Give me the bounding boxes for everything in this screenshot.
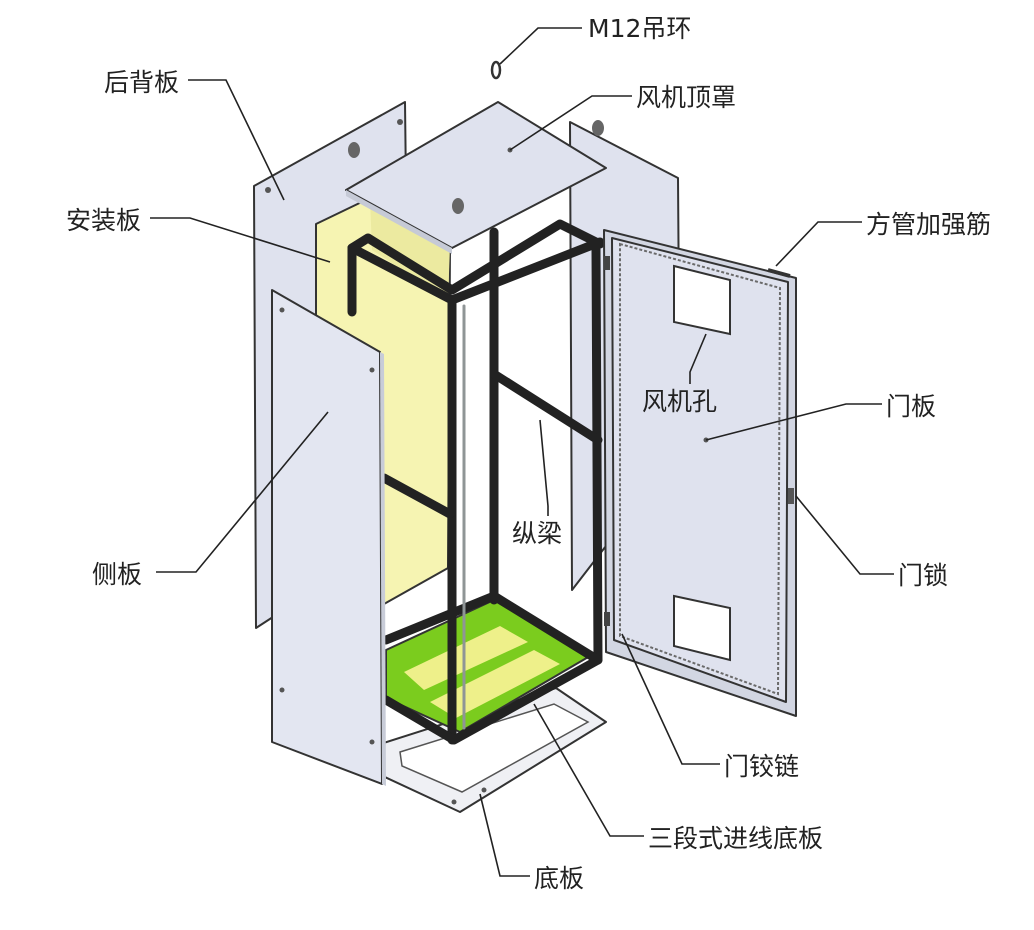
leader-door-hinge <box>621 633 720 765</box>
fan-hole-bottom <box>673 594 731 662</box>
leader-lines <box>150 27 894 877</box>
leader-bottom-plate <box>479 793 530 877</box>
label-door-hinge: 门铰链 <box>724 752 799 781</box>
leader-fan-top-cover <box>509 95 632 151</box>
leader-door-lock <box>795 495 894 575</box>
leader-longitudinal-beam <box>539 419 549 516</box>
leader-mounting-plate <box>150 217 331 263</box>
label-mounting-plate: 安装板 <box>66 206 141 235</box>
label-fan-hole: 风机孔 <box>642 387 717 416</box>
label-door-lock: 门锁 <box>898 561 948 590</box>
side-panel <box>271 289 386 786</box>
leader-square-tube-rib <box>775 221 862 267</box>
leader-door-panel <box>705 403 882 441</box>
label-side-panel: 侧板 <box>92 560 142 589</box>
label-square-tube-rib: 方管加强筋 <box>866 210 991 239</box>
door <box>603 229 797 717</box>
label-door-panel: 门板 <box>886 392 936 421</box>
label-cable-entry-plate: 三段式进线底板 <box>648 824 823 853</box>
fan-top-cover <box>345 101 607 254</box>
cabinet-frame <box>347 219 605 745</box>
leader-back-panel <box>188 79 285 201</box>
labels: M12吊环 后背板 风机顶罩 安装板 方管加强筋 风机孔 门板 纵梁 侧板 门锁… <box>66 14 991 893</box>
label-lifting-eye: M12吊环 <box>588 14 691 43</box>
label-bottom-plate: 底板 <box>534 864 584 893</box>
label-longitudinal-beam: 纵梁 <box>512 519 562 548</box>
label-back-panel: 后背板 <box>104 68 179 97</box>
leader-lifting-eye <box>499 27 582 65</box>
leader-side-panel <box>156 411 329 573</box>
lifting-eye <box>490 60 502 80</box>
leader-fan-hole <box>689 333 707 384</box>
fan-hole-top <box>673 264 731 336</box>
leader-cable-entry-plate <box>533 703 644 837</box>
label-fan-top-cover: 风机顶罩 <box>636 83 736 112</box>
